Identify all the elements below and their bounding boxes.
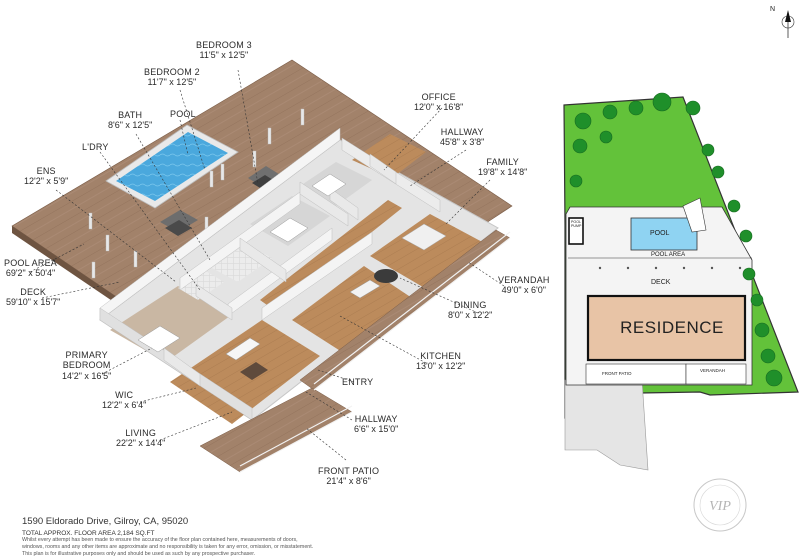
site-deck-posts xyxy=(598,266,742,270)
room-name: BEDROOM 2 xyxy=(144,67,200,77)
room-name: FAMILY xyxy=(486,157,519,167)
total-floor-area: TOTAL APPROX. FLOOR AREA 2,184 SQ.FT xyxy=(22,530,155,537)
room-name: L'DRY xyxy=(82,142,109,152)
room-dims: 12'2" x 5'9" xyxy=(24,176,69,187)
room-name: LIVING xyxy=(125,428,157,438)
room-dims: 8'0" x 12'2" xyxy=(448,310,493,321)
vip-logo-text: VIP xyxy=(709,499,731,514)
room-name: DINING xyxy=(453,300,487,310)
room-dims: 49'0" x 6'0" xyxy=(501,285,546,296)
site-pool-pump xyxy=(568,217,584,245)
room-name: ENTRY xyxy=(342,377,374,387)
room-name: PRIMARY BEDROOM xyxy=(62,350,111,371)
room-name: HALLWAY xyxy=(354,414,398,424)
label-front-patio: FRONT PATIO 21'4" x 8'6" xyxy=(318,466,379,487)
room-name: BEDROOM 3 xyxy=(196,40,252,50)
room-name: FRONT PATIO xyxy=(318,466,380,476)
label-primary-bedroom: PRIMARY BEDROOM 14'2" x 16'5" xyxy=(62,350,111,381)
north-arrow-icon xyxy=(781,10,795,38)
railings xyxy=(239,231,511,473)
site-pool-pump-label: POOL PUMP xyxy=(571,220,582,228)
floor-family xyxy=(370,214,486,290)
site-verandah xyxy=(685,363,747,385)
north-label: N xyxy=(770,6,776,13)
label-entry: ENTRY xyxy=(342,377,373,387)
room-name: BATH xyxy=(118,110,143,120)
pool-water xyxy=(116,132,228,201)
label-hallway-entry: HALLWAY 6'6" x 15'0" xyxy=(354,414,398,435)
disclaimer-line-1: Whilst every attempt has been made to en… xyxy=(22,537,298,543)
floor-hallway xyxy=(260,200,402,310)
room-dims: 11'5" x 12'5" xyxy=(199,50,249,61)
label-hallway-main: HALLWAY 45'8" x 3'8" xyxy=(440,127,484,148)
isometric-floor-plan xyxy=(11,59,513,473)
label-leaders xyxy=(29,69,505,461)
footer: 1590 Eldorado Drive, Gilroy, CA, 95020 T… xyxy=(22,516,313,558)
room-dims: 45'8" x 3'8" xyxy=(440,137,485,148)
room-name: ENS xyxy=(36,166,56,176)
label-family: FAMILY 19'8" x 14'8" xyxy=(478,157,527,178)
room-name: VERANDAH xyxy=(498,275,550,285)
vip-logo-seal: VIP xyxy=(693,478,747,532)
site-plan xyxy=(563,92,799,471)
site-deck-label: DECK xyxy=(651,279,671,286)
room-dims: 12'2" x 6'4" xyxy=(102,400,147,411)
site-residence-label: RESIDENCE xyxy=(620,318,724,337)
room-name: POOL AREA xyxy=(4,258,57,268)
label-pool-area: POOL AREA 69'2" x 50'4" xyxy=(4,258,57,279)
room-name: POOL xyxy=(170,109,196,119)
label-dining: DINING 8'0" x 12'2" xyxy=(448,300,492,321)
label-ensuite: ENS 12'2" x 5'9" xyxy=(24,166,68,187)
label-bedroom-3: BEDROOM 3 11'5" x 12'5" xyxy=(196,40,252,61)
label-living: LIVING 22'2" x 14'4" xyxy=(116,428,165,449)
room-dims: 14'2" x 16'5" xyxy=(62,370,112,381)
property-address: 1590 Eldorado Drive, Gilroy, CA, 95020 xyxy=(22,516,189,527)
site-pool-label: POOL xyxy=(650,230,670,237)
label-verandah: VERANDAH 49'0" x 6'0" xyxy=(498,275,550,296)
room-dims: 59'10" x 15'7" xyxy=(6,297,61,308)
room-dims: 6'6" x 15'0" xyxy=(354,424,399,435)
site-pool xyxy=(630,217,698,251)
label-wic: WIC 12'2" x 6'4" xyxy=(102,390,146,411)
room-dims: 12'0" x 16'8" xyxy=(414,102,464,113)
room-name: HALLWAY xyxy=(440,127,484,137)
room-name: KITCHEN xyxy=(420,351,462,361)
room-dims: 8'6" x 12'5" xyxy=(108,120,153,131)
label-bath: BATH 8'6" x 12'5" xyxy=(108,110,152,131)
room-dims: 11'7" x 12'5" xyxy=(147,77,197,88)
walls xyxy=(99,127,441,421)
label-laundry: L'DRY xyxy=(82,142,109,152)
room-dims: 21'4" x 8'6" xyxy=(326,476,371,487)
label-pool: POOL xyxy=(170,109,196,119)
site-front-patio xyxy=(585,363,687,385)
room-name: OFFICE xyxy=(421,92,456,102)
site-residence xyxy=(586,294,747,362)
site-pool-area-label: POOL AREA xyxy=(651,252,686,258)
site-pool-steps xyxy=(682,197,707,233)
site-front-patio-label: FRONT PATIO xyxy=(602,371,632,376)
room-name: WIC xyxy=(115,390,134,400)
disclaimer-line-2: windows, rooms and any other items are a… xyxy=(22,544,314,551)
room-dims: 13'0" x 12'2" xyxy=(416,361,466,372)
room-dims: 22'2" x 14'4" xyxy=(116,438,166,449)
site-front-area xyxy=(564,379,649,471)
floor-ensuite xyxy=(178,270,224,300)
disclaimer-line-3: This plan is for illustrative purposes o… xyxy=(22,551,256,558)
label-kitchen: KITCHEN 13'0" x 12'2" xyxy=(416,351,465,372)
room-name: DECK xyxy=(20,287,47,297)
floor-kitchen-dining xyxy=(292,266,412,352)
site-verandah-label: VERANDAH xyxy=(700,368,726,373)
site-trees xyxy=(569,92,783,387)
room-dims: 69'2" x 50'4" xyxy=(5,268,56,279)
room-dims: 19'8" x 14'8" xyxy=(478,167,528,178)
label-deck: DECK 59'10" x 15'7" xyxy=(6,287,60,308)
label-bedroom-2: BEDROOM 2 11'7" x 12'5" xyxy=(144,67,200,88)
label-office: OFFICE 12'0" x 16'8" xyxy=(414,92,463,113)
